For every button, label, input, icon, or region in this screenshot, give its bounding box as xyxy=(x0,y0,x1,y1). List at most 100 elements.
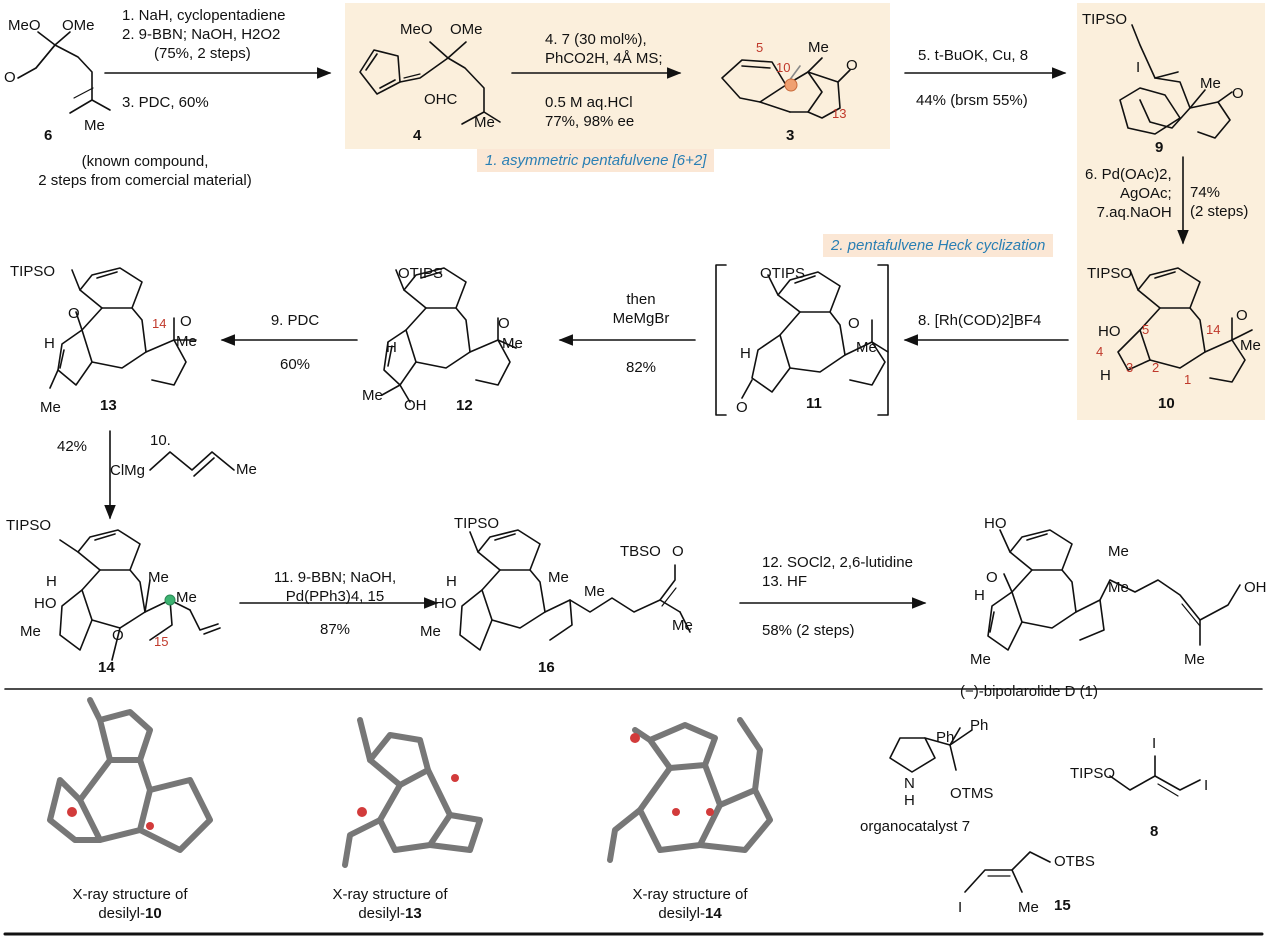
num-10-5: 5 xyxy=(1142,322,1149,337)
label-clmg: ClMg xyxy=(110,462,145,479)
label-12-me1: Me xyxy=(502,335,523,352)
compound-15: 15 xyxy=(1054,897,1071,914)
label-11-o1: O xyxy=(848,315,860,332)
label-1-ho: HO xyxy=(984,515,1007,532)
step-9-yield: 60% xyxy=(279,356,311,373)
compound-3: 3 xyxy=(786,127,794,144)
step-3-conditions: 3. PDC, 60% xyxy=(122,94,209,111)
label-4-ohc: OHC xyxy=(424,91,458,108)
compound-6: 6 xyxy=(44,127,52,144)
label-13-o2: O xyxy=(180,313,192,330)
label-9-me: Me xyxy=(1200,75,1221,92)
label-13-o1: O xyxy=(68,305,80,322)
xray-caption-13: X-ray structure of desilyl-13 xyxy=(332,886,448,922)
structure-bipolarolide-d xyxy=(987,529,1241,651)
compound-14: 14 xyxy=(98,659,115,676)
label-1-me1: Me xyxy=(1108,543,1129,560)
label-15-otbs: OTBS xyxy=(1054,853,1095,870)
label-8-tipso: TIPSO xyxy=(1070,765,1115,782)
compound-10: 10 xyxy=(1158,395,1175,412)
xray-caption-14: X-ray structure of desilyl-14 xyxy=(632,886,748,922)
highlight-box-9-10 xyxy=(1077,3,1265,420)
banner-heck-cyclization: 2. pentafulvene Heck cyclization xyxy=(823,234,1054,257)
xray-model-10 xyxy=(47,697,213,853)
structure-13 xyxy=(49,267,197,389)
stereocenter-orange-atom xyxy=(784,78,798,92)
compound-8: 8 xyxy=(1150,823,1158,840)
compound-16: 16 xyxy=(538,659,555,676)
label-13-me1: Me xyxy=(176,333,197,350)
label-13-me2: Me xyxy=(40,399,61,416)
label-7-h: H xyxy=(904,792,915,809)
num-10-14: 14 xyxy=(1206,322,1220,337)
label-14-ho: HO xyxy=(34,595,57,612)
label-16-o: O xyxy=(672,543,684,560)
num-10-2: 2 xyxy=(1152,360,1159,375)
compound-12: 12 xyxy=(456,397,473,414)
label-15-me: Me xyxy=(1018,899,1039,916)
label-13-h: H xyxy=(44,335,55,352)
num-10-4: 4 xyxy=(1096,344,1103,359)
label-12-me2: Me xyxy=(362,387,383,404)
num-10-1: 1 xyxy=(1184,372,1191,387)
structure-10 xyxy=(1117,267,1253,383)
step-4-workup: 0.5 M aq.HCl 77%, 98% ee xyxy=(545,94,635,130)
label-1-h: H xyxy=(974,587,985,604)
step-11-conditions: 11. 9-BBN; NaOH, Pd(PPh3)4, 15 xyxy=(273,569,397,605)
structure-8 xyxy=(1109,755,1201,797)
step-6-yield: 74% (2 steps) xyxy=(1190,184,1249,220)
label-6-me: Me xyxy=(84,117,105,134)
label-14-tipso: TIPSO xyxy=(6,517,51,534)
xray-oxygen-atoms xyxy=(67,733,714,830)
structure-11 xyxy=(741,271,889,399)
step-10-label: 10. xyxy=(150,432,171,449)
label-9-tipso: TIPSO xyxy=(1082,11,1127,28)
label-10-o: O xyxy=(1236,307,1248,324)
label-3-o: O xyxy=(846,57,858,74)
step-then-yield: 82% xyxy=(625,359,657,376)
label-16-tipso: TIPSO xyxy=(454,515,499,532)
label-1-o: O xyxy=(986,569,998,586)
compound-11: 11 xyxy=(806,395,822,412)
label-11-o2: O xyxy=(736,399,748,416)
step-12-yield: 58% (2 steps) xyxy=(762,622,855,639)
label-14-h: H xyxy=(46,573,57,590)
label-1-me4: Me xyxy=(1184,651,1205,668)
organocatalyst-label: organocatalyst 7 xyxy=(860,818,971,835)
label-11-otips: OTIPS xyxy=(760,265,805,282)
num-14-15: 15 xyxy=(154,634,168,649)
num-10-3: 3 xyxy=(1126,360,1133,375)
step-11-yield: 87% xyxy=(319,621,351,638)
label-16-h: H xyxy=(446,573,457,590)
label-9-o: O xyxy=(1232,85,1244,102)
step-8-conditions: 8. [Rh(COD)2]BF4 xyxy=(918,312,1042,329)
label-7-n: N xyxy=(904,775,915,792)
step-5-conditions: 5. t-BuOK, Cu, 8 xyxy=(918,47,1029,64)
xray-model-14 xyxy=(607,717,773,863)
step-12-conditions: 12. SOCl2, 2,6-lutidine 13. HF xyxy=(762,554,913,590)
bracket-right xyxy=(877,264,889,416)
label-9-i: I xyxy=(1136,59,1140,76)
num-13-14: 14 xyxy=(152,316,166,331)
label-12-oh: OH xyxy=(404,397,427,414)
structure-organocatalyst-7 xyxy=(889,727,973,773)
label-16-me2: Me xyxy=(584,583,605,600)
label-15-i: I xyxy=(958,899,962,916)
step-4-conditions: 4. 7 (30 mol%), PhCO2H, 4Å MS; xyxy=(545,31,663,67)
label-14-me3: Me xyxy=(20,623,41,640)
step-10-yield: 42% xyxy=(57,438,88,455)
label-12-otips: OTIPS xyxy=(398,265,443,282)
structure-crotyl-grignard xyxy=(149,451,235,477)
num-3-13: 13 xyxy=(832,106,846,121)
label-7-ph1: Ph xyxy=(936,729,954,746)
label-10-ho: HO xyxy=(1098,323,1121,340)
label-1-me3: Me xyxy=(970,651,991,668)
label-14-me2: Me xyxy=(176,589,197,606)
label-11-h: H xyxy=(740,345,751,362)
label-10-h: H xyxy=(1100,367,1111,384)
label-3-me: Me xyxy=(808,39,829,56)
label-14-me1: Me xyxy=(148,569,169,586)
compound-13: 13 xyxy=(100,397,117,414)
compound-1: (−)-bipolarolide D (1) xyxy=(960,683,1098,700)
